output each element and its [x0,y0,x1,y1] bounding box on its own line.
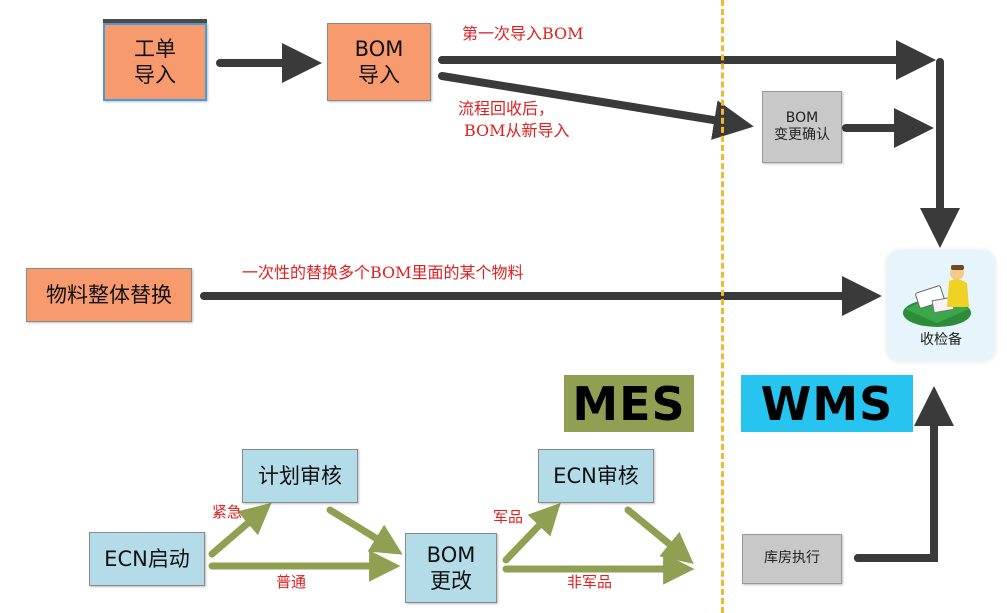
wms-badge: WMS [741,375,913,432]
node-label: 库房执行 [764,550,820,567]
mes-badge: MES [564,375,694,432]
node-ecn-review[interactable]: ECN审核 [538,449,654,503]
node-label: 工单导入 [134,36,176,87]
box-top-edge [103,19,207,25]
node-warehouse-execute[interactable]: 库房执行 [742,534,842,584]
label-non-military: 非军品 [567,573,613,591]
label-normal: 普通 [276,573,307,591]
node-label: ECN启动 [104,546,190,571]
node-work-order-import[interactable]: 工单导入 [103,23,207,101]
label-first-bom-import: 第一次导入BOM [462,24,584,43]
label-reimport-line2: BOM从新导入 [464,121,570,140]
arrow-ecn-review-to-warehouse [624,506,694,564]
label-reimport-line1: 流程回收后， [458,99,555,118]
node-label: 计划审核 [258,463,342,488]
node-ecn-start[interactable]: ECN启动 [89,532,205,586]
arrow-bom-modify-to-ecn-review [502,502,561,564]
mes-wms-divider [721,0,724,613]
inspection-worker-icon [903,265,971,327]
node-label: 物料整体替换 [46,282,172,307]
node-label: 收检备 [920,332,962,348]
label-urgent: 紧急 [212,503,243,521]
node-plan-review[interactable]: 计划审核 [242,449,358,503]
label-military: 军品 [493,508,524,526]
node-material-replace[interactable]: 物料整体替换 [26,268,192,322]
arrow-bom-reimport [438,72,754,140]
node-label: ECN审核 [553,463,639,488]
arrow-plan-to-bom-modify [326,506,403,555]
node-receive-prepare[interactable]: 收检备 [887,251,995,361]
label-one-time-replace: 一次性的替换多个BOM里面的某个物料 [242,263,524,282]
arrow-ecn-to-plan [208,502,272,558]
